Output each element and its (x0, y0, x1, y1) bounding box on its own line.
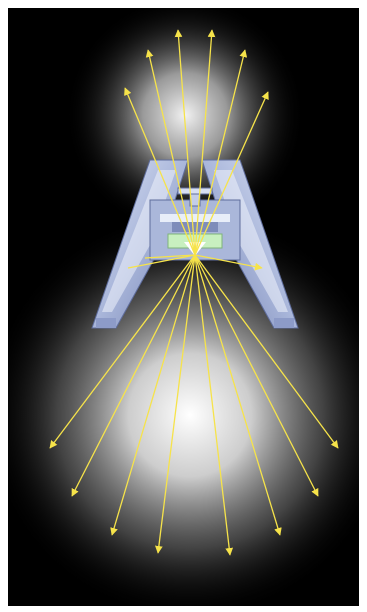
diagram-canvas (0, 0, 367, 612)
light-diagram (0, 0, 367, 612)
